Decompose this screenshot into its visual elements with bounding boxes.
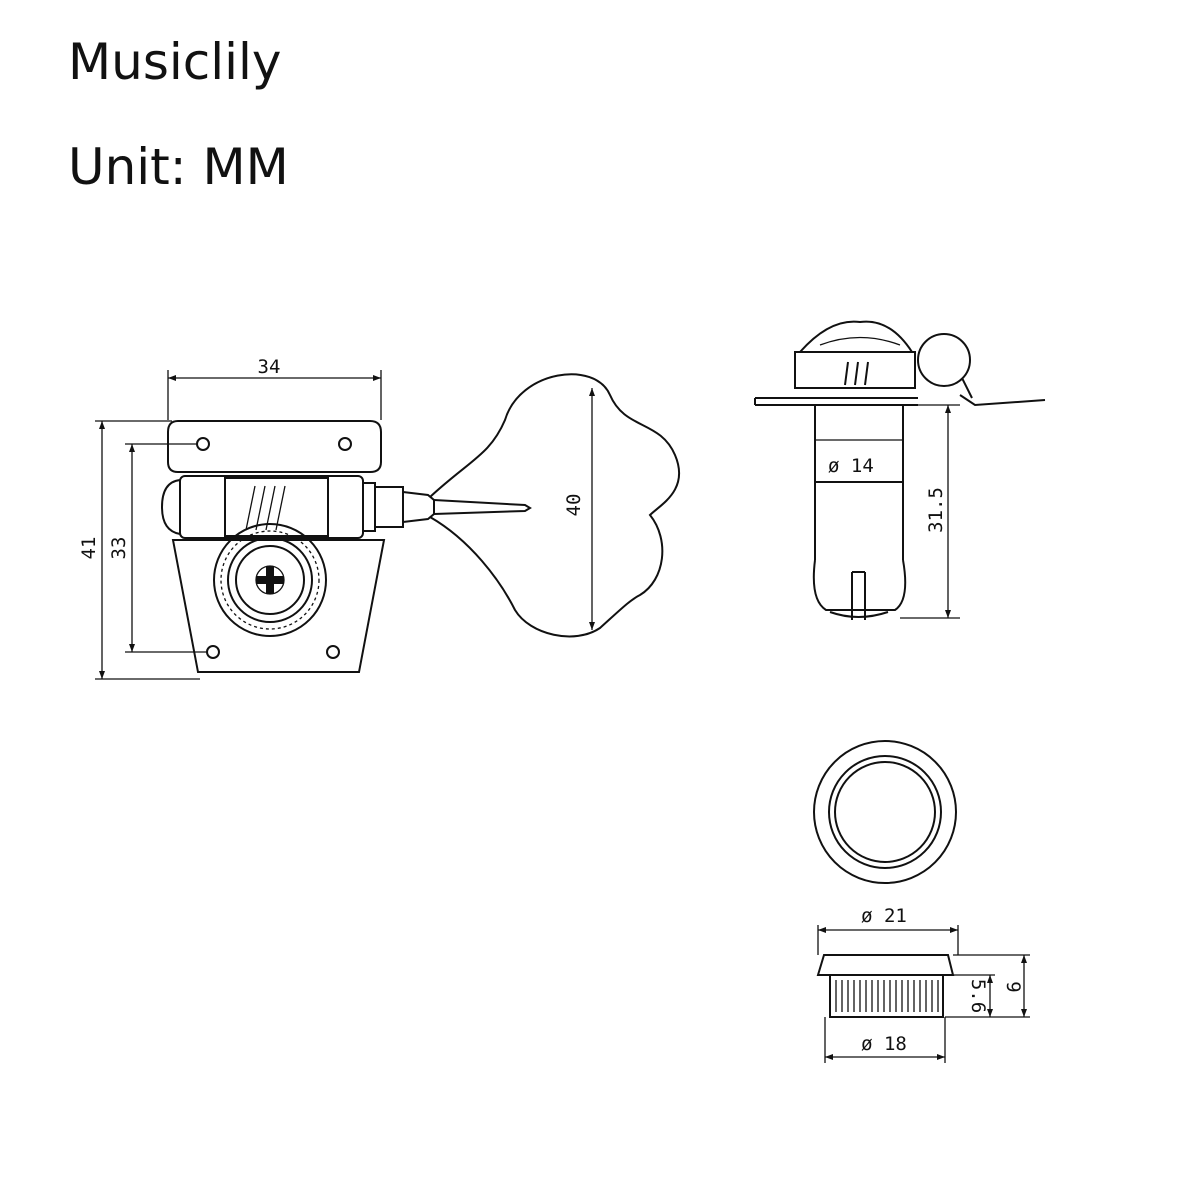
bushing-dimensions: ø 21 ø 18 9 5.6 — [817, 905, 1030, 1063]
front-height-holes-label: 33 — [108, 537, 130, 560]
bushing-height-label: 9 — [1002, 981, 1024, 992]
side-dimensions: ø 14 31.5 — [828, 404, 960, 619]
bushing-side-view — [816, 954, 955, 1018]
front-dimensions: 34 41 33 40 — [78, 356, 595, 680]
front-width-label: 34 — [258, 356, 281, 378]
brand-title: Musiclily — [68, 33, 282, 91]
bushing-outer-diameter-label: ø 21 — [861, 905, 907, 927]
unit-label: Unit: MM — [68, 138, 289, 196]
front-view — [160, 373, 681, 673]
bushing-flange-label: 5.6 — [967, 979, 989, 1013]
bushing-inner-diameter-label: ø 18 — [861, 1033, 907, 1055]
side-view — [754, 320, 1046, 620]
button-height-label: 40 — [563, 494, 585, 517]
post-height-label: 31.5 — [925, 487, 947, 533]
bushing-top-view — [813, 740, 957, 884]
post-diameter-label: ø 14 — [828, 455, 874, 477]
front-height-overall-label: 41 — [78, 537, 100, 560]
